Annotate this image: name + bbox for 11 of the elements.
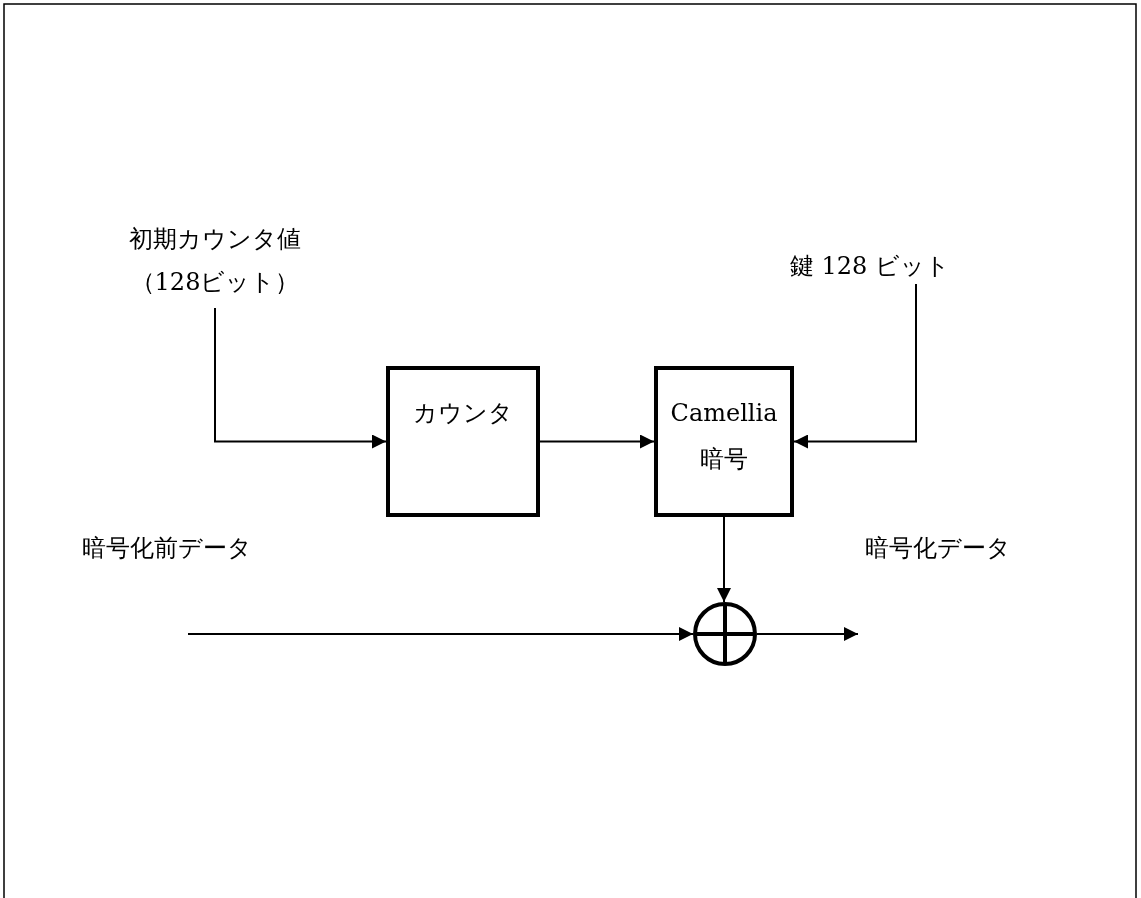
arrow	[539, 434, 655, 449]
arrow	[187, 627, 694, 641]
input-label: 鍵 128 ビット	[780, 248, 960, 284]
process-box: Camellia 暗号	[654, 366, 794, 517]
process-box: カウンタ	[386, 366, 540, 517]
xor-symbol	[693, 602, 757, 666]
arrow	[717, 516, 731, 603]
input-label: 初期カウンタ値（128ビット）	[122, 218, 308, 308]
arrow	[756, 627, 859, 641]
arrow	[793, 283, 917, 449]
arrow	[214, 307, 387, 449]
